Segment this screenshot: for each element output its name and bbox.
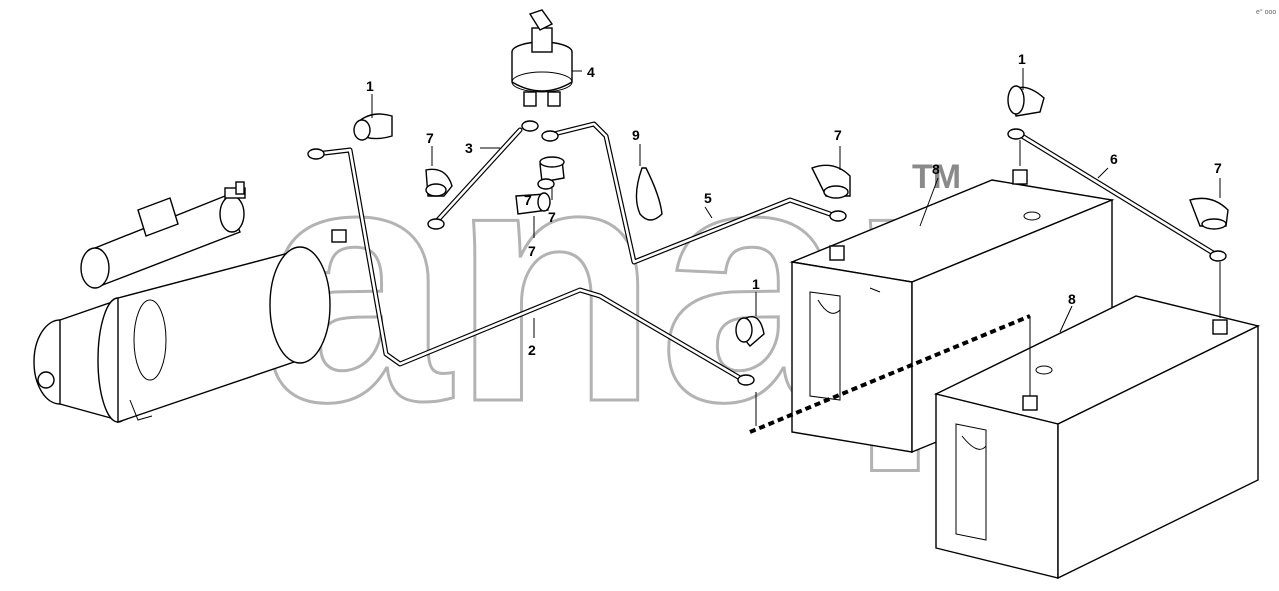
watermark-tm: TM bbox=[912, 158, 961, 196]
callout-7c: 7 bbox=[548, 209, 556, 225]
cable-5 bbox=[551, 121, 833, 265]
callout-leaders bbox=[371, 68, 1221, 426]
corner-mark: e° ooo bbox=[1256, 8, 1276, 16]
cable-3 bbox=[433, 127, 523, 225]
callout-1c: 1 bbox=[752, 276, 760, 292]
cable-tie-9 bbox=[635, 167, 663, 221]
callout-7f: 7 bbox=[524, 192, 532, 208]
terminal-boot-7e bbox=[1189, 197, 1229, 230]
callout-7e: 7 bbox=[1214, 160, 1222, 176]
callout-8a: 8 bbox=[932, 161, 940, 177]
battery-lower bbox=[933, 295, 1261, 580]
cable-2 bbox=[313, 147, 743, 381]
callout-4: 4 bbox=[587, 64, 595, 80]
callout-3: 3 bbox=[465, 140, 473, 156]
callout-6: 6 bbox=[1110, 151, 1118, 167]
callout-7a: 7 bbox=[426, 130, 434, 146]
starter-motor bbox=[33, 181, 347, 423]
ring-lugs bbox=[307, 120, 1227, 386]
callout-1a: 1 bbox=[366, 78, 374, 94]
terminal-boot-1c bbox=[735, 316, 765, 347]
cable-6 bbox=[1019, 133, 1221, 259]
terminal-boot-7b bbox=[515, 192, 551, 215]
callout-7d: 7 bbox=[834, 127, 842, 143]
callout-2: 2 bbox=[528, 342, 536, 358]
terminal-boot-1b bbox=[1007, 85, 1045, 117]
terminal-boot-1a bbox=[353, 113, 393, 141]
terminal-boot-7d bbox=[811, 164, 851, 199]
battery-connector-dashed bbox=[749, 314, 1031, 434]
terminal-boot-7a bbox=[425, 168, 453, 197]
callout-8b: 8 bbox=[1068, 291, 1076, 307]
terminal-boot-7c bbox=[539, 156, 565, 183]
callout-9: 9 bbox=[632, 127, 640, 143]
callout-5: 5 bbox=[704, 190, 712, 206]
callout-7b: 7 bbox=[528, 243, 536, 259]
callout-1b: 1 bbox=[1018, 51, 1026, 67]
callout-labels: 1 1 1 2 3 4 5 6 7 7 7 7 7 7 8 8 9 bbox=[366, 51, 1222, 358]
battery-switch bbox=[511, 9, 573, 107]
